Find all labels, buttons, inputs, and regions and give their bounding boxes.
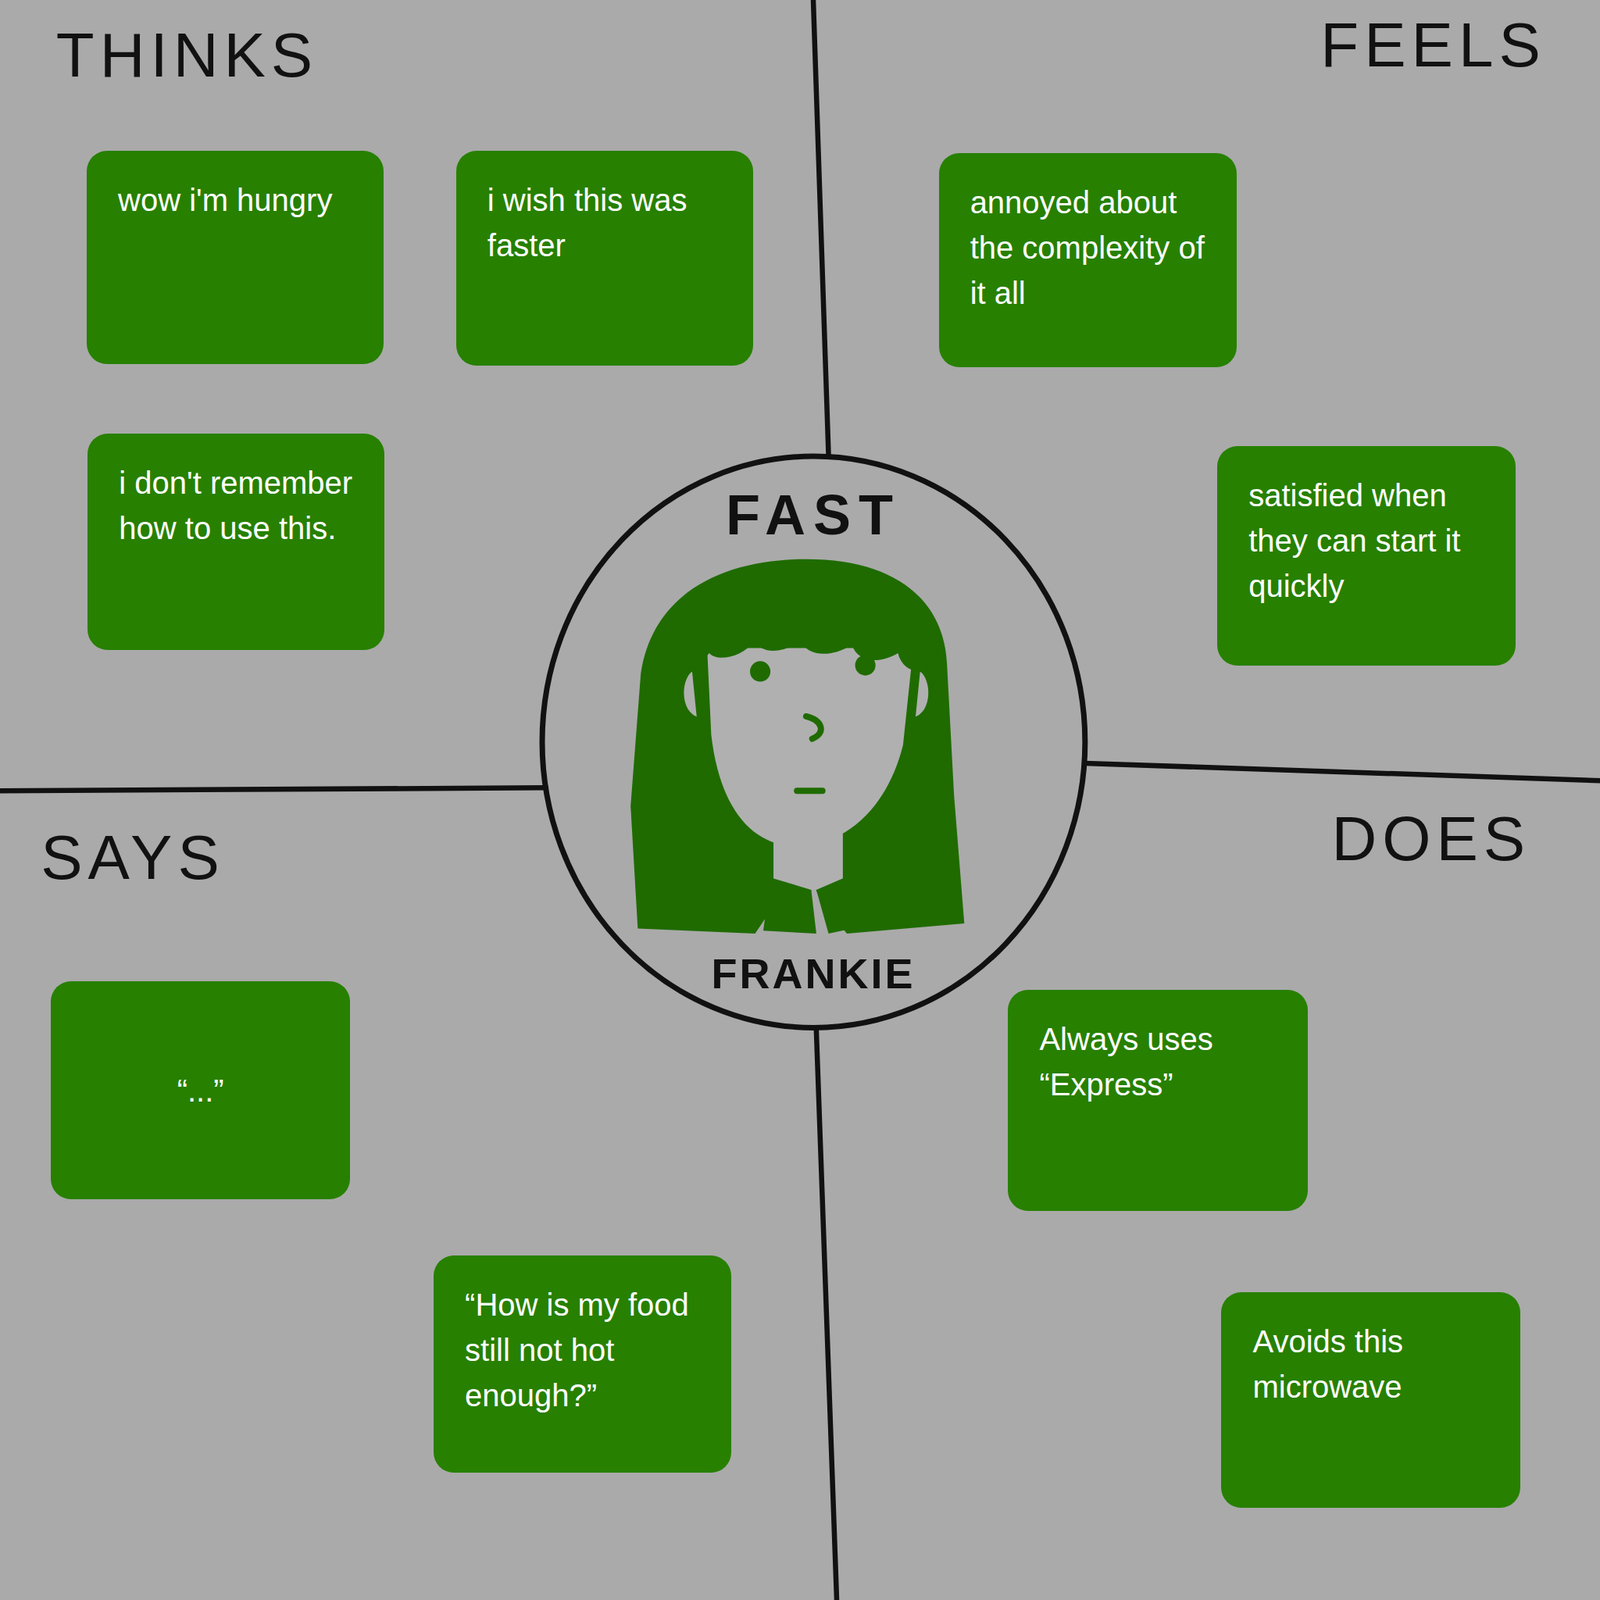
ear bbox=[682, 668, 700, 720]
ear bbox=[913, 668, 931, 720]
quadrant-line bbox=[813, 0, 829, 457]
persona-outline bbox=[542, 456, 1086, 1028]
sticky-note: i wish this was faster bbox=[456, 150, 754, 365]
sticky-note: “...” bbox=[50, 981, 350, 1199]
neck bbox=[773, 831, 843, 890]
note-text: annoyed about the complexity of it all bbox=[970, 179, 1206, 316]
collar bbox=[763, 877, 817, 934]
quadrant-line bbox=[1084, 763, 1600, 781]
bangs bbox=[653, 563, 940, 672]
note-text: “...” bbox=[177, 1067, 225, 1114]
note-text: i wish this was faster bbox=[487, 177, 722, 268]
quadrant-heading: THINKS bbox=[56, 24, 318, 87]
quadrant-heading: SAYS bbox=[40, 826, 225, 890]
eye bbox=[750, 660, 771, 682]
hair bbox=[630, 559, 965, 934]
mouth bbox=[796, 787, 823, 794]
sticky-note: annoyed about the complexity of it all bbox=[939, 153, 1237, 368]
nose bbox=[806, 716, 822, 740]
persona-name: FRANKIE bbox=[710, 952, 915, 995]
sticky-note: i don't remember how to use this. bbox=[87, 433, 385, 650]
sticky-note: wow i'm hungry bbox=[86, 150, 384, 365]
face bbox=[707, 647, 914, 846]
eye bbox=[855, 655, 876, 676]
note-text: i don't remember how to use this. bbox=[118, 460, 354, 551]
sticky-note: Avoids this microwave bbox=[1221, 1292, 1521, 1509]
note-text: wow i'm hungry bbox=[117, 177, 353, 223]
note-text: “How is my food still not hot enough?” bbox=[464, 1282, 700, 1418]
sticky-note: satisfied when they can start it quickly bbox=[1217, 446, 1515, 666]
quadrant-heading: FEELS bbox=[1320, 14, 1546, 77]
persona-circle: FAST FRANKIE bbox=[538, 452, 1090, 1032]
note-text: Always uses “Express” bbox=[1039, 1016, 1277, 1108]
persona-name: FAST bbox=[725, 486, 901, 543]
quadrant-heading: DOES bbox=[1331, 807, 1531, 871]
quadrant-line bbox=[0, 787, 547, 791]
note-text: satisfied when they can start it quickly bbox=[1248, 472, 1484, 609]
quadrant-line bbox=[816, 1030, 837, 1600]
sticky-note: Always uses “Express” bbox=[1007, 989, 1308, 1211]
note-text: Avoids this microwave bbox=[1252, 1318, 1490, 1410]
sticky-note: “How is my food still not hot enough?” bbox=[433, 1255, 732, 1473]
collar bbox=[816, 877, 853, 934]
